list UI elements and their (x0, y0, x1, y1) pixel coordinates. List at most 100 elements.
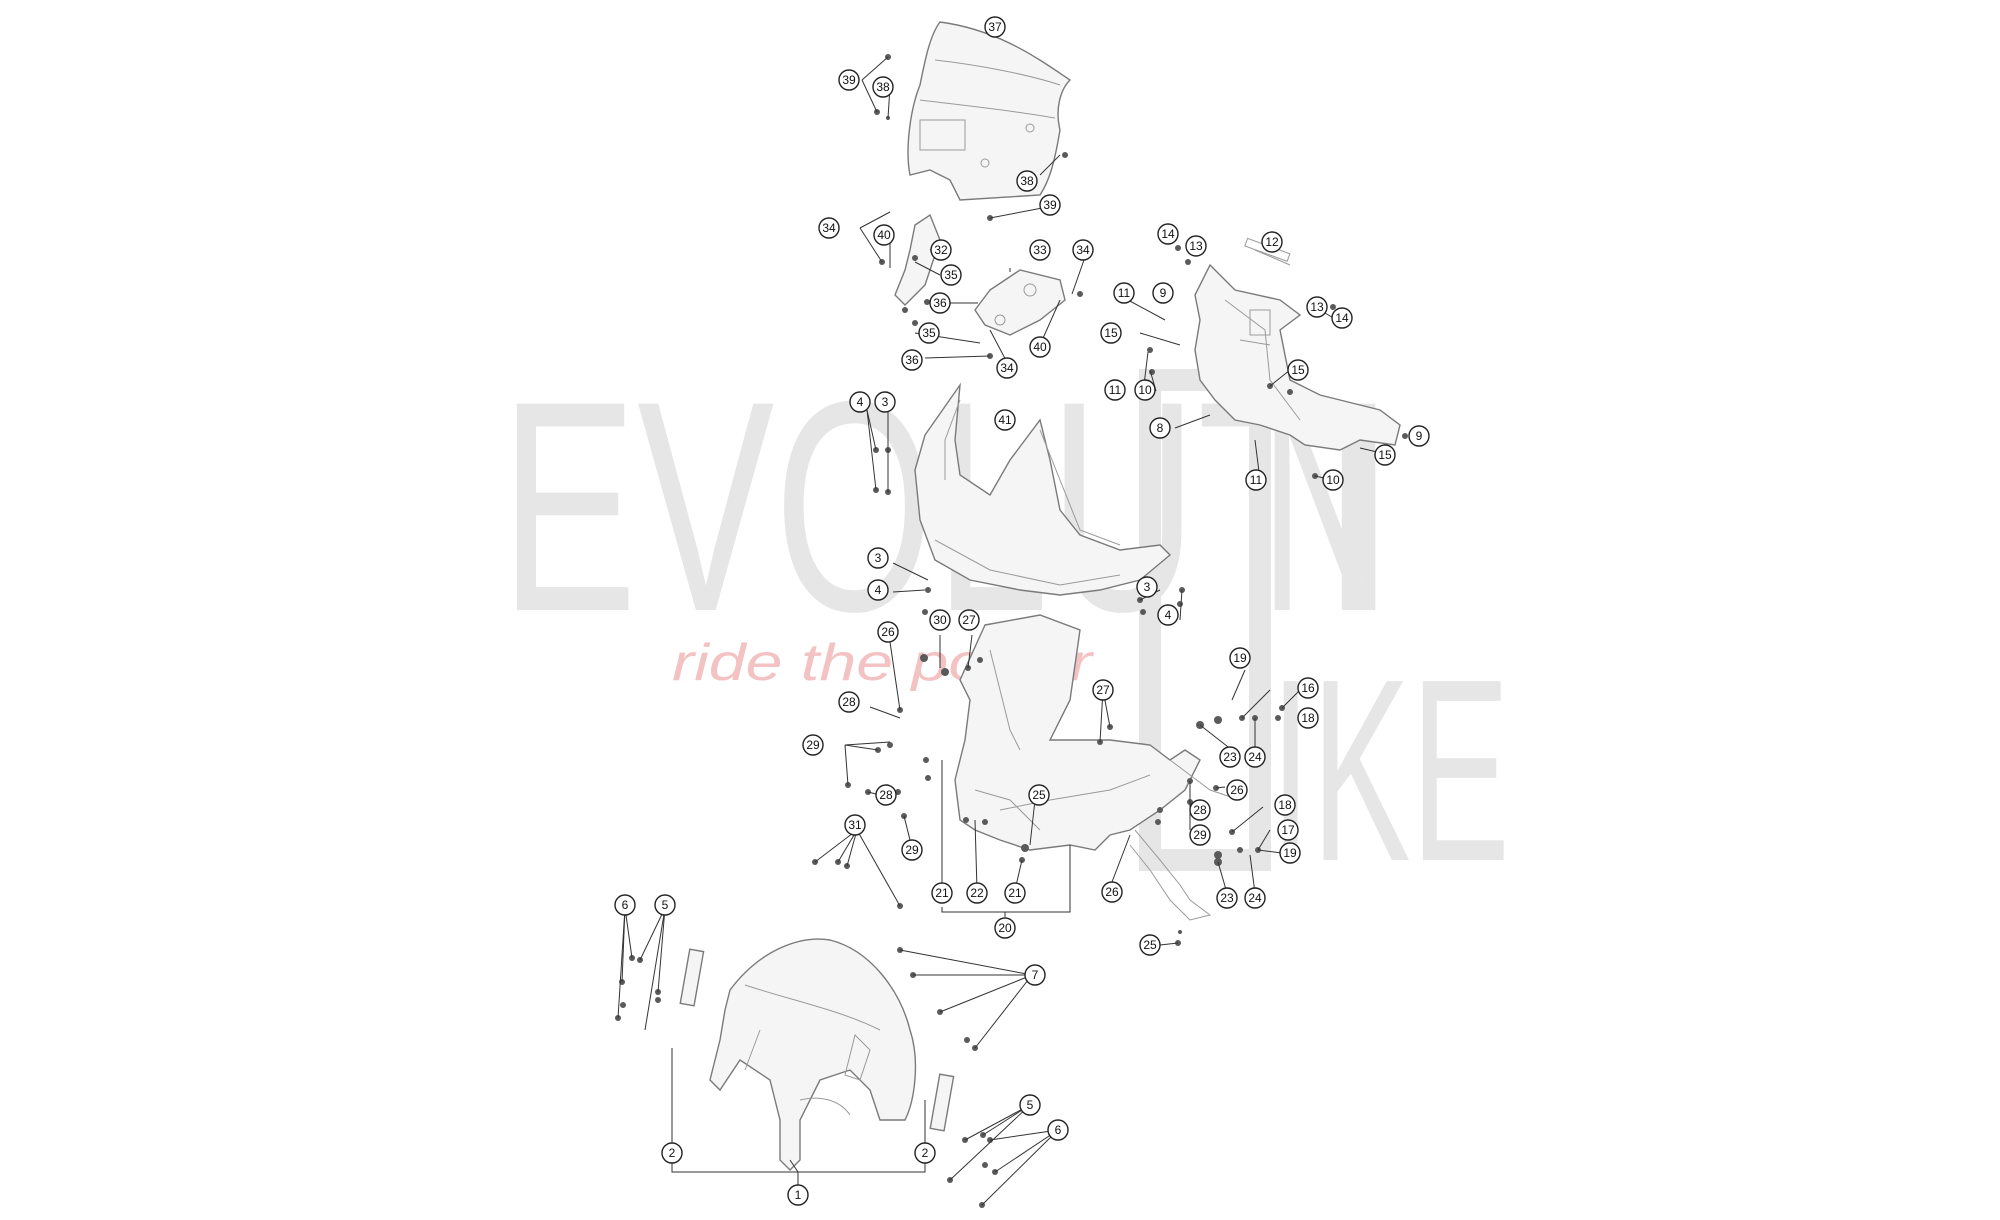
callout-37: 37 (984, 16, 1006, 38)
svg-text:14: 14 (1335, 311, 1349, 325)
svg-text:1: 1 (795, 1188, 802, 1202)
svg-text:40: 40 (877, 228, 891, 242)
callout-12: 12 (1261, 231, 1283, 253)
callout-11c: 11 (1245, 469, 1267, 491)
svg-text:16: 16 (1301, 681, 1315, 695)
callout-28b: 28 (875, 784, 897, 806)
svg-text:29: 29 (1193, 828, 1207, 842)
callout-5a: 5 (654, 894, 676, 916)
svg-text:2: 2 (922, 1146, 929, 1160)
callout-9a: 9 (1152, 282, 1174, 304)
svg-text:24: 24 (1248, 891, 1262, 905)
svg-text:3: 3 (1144, 580, 1151, 594)
callout-1: 1 (787, 1184, 809, 1206)
svg-text:38: 38 (1020, 174, 1034, 188)
callout-34a: 34 (818, 217, 840, 239)
callout-28a: 28 (838, 691, 860, 713)
callout-24a: 24 (1244, 746, 1266, 768)
callout-2b: 2 (914, 1142, 936, 1164)
callout-4a: 4 (849, 391, 871, 413)
svg-text:6: 6 (622, 898, 629, 912)
svg-text:37: 37 (988, 20, 1002, 34)
callout-29a: 29 (802, 734, 824, 756)
svg-text:30: 30 (933, 613, 947, 627)
svg-text:28: 28 (842, 695, 856, 709)
callout-22: 22 (966, 882, 988, 904)
svg-text:34: 34 (1076, 243, 1090, 257)
svg-text:18: 18 (1278, 798, 1292, 812)
svg-text:39: 39 (1043, 198, 1057, 212)
svg-text:13: 13 (1189, 239, 1203, 253)
svg-text:7: 7 (1032, 968, 1039, 982)
callout-18b: 18 (1274, 794, 1296, 816)
callout-17: 17 (1277, 819, 1299, 841)
callout-34b: 34 (1072, 239, 1094, 261)
callout-41: 41 (994, 409, 1016, 431)
callout-19b: 19 (1279, 842, 1301, 864)
callout-23b: 23 (1216, 887, 1238, 909)
svg-text:19: 19 (1233, 651, 1247, 665)
svg-text:15: 15 (1104, 326, 1118, 340)
svg-text:26: 26 (1105, 885, 1119, 899)
svg-text:20: 20 (998, 921, 1012, 935)
callout-6a: 6 (614, 894, 636, 916)
svg-text:4: 4 (1165, 608, 1172, 622)
svg-text:28: 28 (879, 788, 893, 802)
callout-23a: 23 (1219, 746, 1241, 768)
callout-7: 7 (1024, 964, 1046, 986)
callout-35a: 35 (940, 264, 962, 286)
svg-text:34: 34 (822, 221, 836, 235)
callout-6b: 6 (1047, 1119, 1069, 1141)
callout-21b: 21 (1004, 882, 1026, 904)
headlight-support-part (954, 614, 1241, 921)
callout-27a: 27 (958, 609, 980, 631)
callout-3b: 3 (867, 547, 889, 569)
callout-26c: 26 (1101, 881, 1123, 903)
svg-text:21: 21 (1008, 886, 1022, 900)
svg-text:5: 5 (662, 898, 669, 912)
callout-9b: 9 (1408, 425, 1430, 447)
callout-32: 32 (930, 239, 952, 261)
callout-11a: 11 (1113, 282, 1135, 304)
callout-28c: 28 (1189, 799, 1211, 821)
callout-15a: 15 (1100, 322, 1122, 344)
callout-18a: 18 (1297, 707, 1319, 729)
svg-text:29: 29 (806, 738, 820, 752)
reflector-strip-right-part (929, 1073, 955, 1132)
callout-29c: 29 (901, 839, 923, 861)
callout-16: 16 (1297, 677, 1319, 699)
callout-13a: 13 (1185, 235, 1207, 257)
svg-text:15: 15 (1291, 363, 1305, 377)
callout-14b: 14 (1331, 307, 1353, 329)
callout-11b: 11 (1104, 379, 1126, 401)
callout-10a: 10 (1134, 379, 1156, 401)
leader-lines (617, 56, 1391, 1206)
svg-text:40: 40 (1033, 340, 1047, 354)
svg-text:38: 38 (876, 80, 890, 94)
reflector-strip-left-part (679, 948, 705, 1007)
svg-text:31: 31 (848, 818, 862, 832)
callout-40a: 40 (873, 224, 895, 246)
svg-text:19: 19 (1283, 846, 1297, 860)
callout-33: 33 (1029, 239, 1051, 261)
svg-text:17: 17 (1281, 823, 1295, 837)
svg-text:25: 25 (1143, 938, 1157, 952)
svg-text:11: 11 (1250, 473, 1263, 487)
svg-text:10: 10 (1326, 473, 1340, 487)
svg-text:28: 28 (1193, 803, 1207, 817)
svg-text:25: 25 (1032, 788, 1046, 802)
svg-text:36: 36 (933, 296, 947, 310)
svg-text:24: 24 (1248, 750, 1262, 764)
callout-36a: 36 (929, 292, 951, 314)
mirror-bracket-left-part (894, 213, 941, 306)
callout-25a: 25 (1028, 784, 1050, 806)
svg-text:27: 27 (962, 613, 976, 627)
callout-2a: 2 (661, 1142, 683, 1164)
callout-31: 31 (844, 814, 866, 836)
svg-text:10: 10 (1138, 383, 1152, 397)
svg-text:41: 41 (998, 413, 1012, 427)
svg-text:2: 2 (669, 1146, 676, 1160)
svg-text:35: 35 (922, 326, 936, 340)
svg-text:23: 23 (1223, 750, 1237, 764)
svg-text:11: 11 (1109, 383, 1122, 397)
